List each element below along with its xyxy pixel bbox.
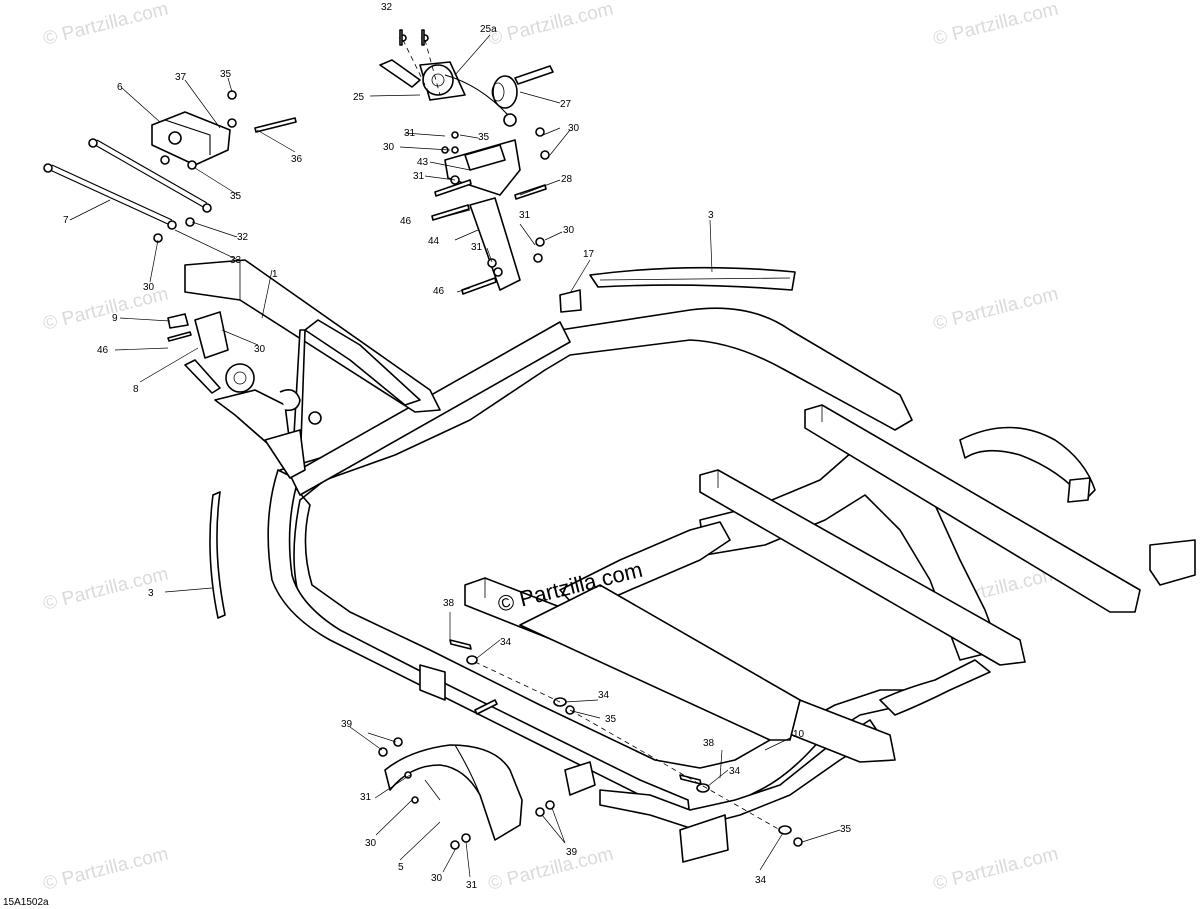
callout-31: 31 bbox=[413, 171, 425, 182]
callout-46: 46 bbox=[433, 286, 445, 297]
callout-31: 31 bbox=[519, 210, 531, 221]
callout-31: 31 bbox=[471, 242, 483, 253]
mount-plate bbox=[444, 139, 521, 291]
callout-30: 30 bbox=[568, 123, 580, 134]
watermark: © Partzilla.com bbox=[931, 844, 1060, 895]
winch-mounted bbox=[184, 359, 322, 479]
callout-37: 37 bbox=[175, 72, 187, 83]
callout-27: 27 bbox=[560, 99, 572, 110]
callout-44: 44 bbox=[428, 236, 440, 247]
winch-assembly-upper bbox=[379, 59, 554, 127]
leader-lines bbox=[69, 34, 841, 878]
guide-pad-left bbox=[209, 491, 226, 619]
callout-30: 30 bbox=[563, 225, 575, 236]
callout-31: 31 bbox=[360, 792, 372, 803]
callout-25: 25 bbox=[353, 92, 365, 103]
callout-labels: 1 3 3 5 6 7 8 9 10 17 25 25a 27 28 30 30… bbox=[63, 2, 852, 891]
guide-pad-top bbox=[589, 266, 796, 291]
callout-7: 7 bbox=[63, 215, 69, 226]
watermark: © Partzilla.com bbox=[931, 284, 1060, 335]
callout-10: 10 bbox=[793, 729, 805, 740]
callout-34: 34 bbox=[500, 637, 512, 648]
callout-28: 28 bbox=[561, 174, 573, 185]
callout-5: 5 bbox=[398, 862, 404, 873]
callout-30: 30 bbox=[143, 282, 155, 293]
callout-17: 17 bbox=[583, 249, 595, 260]
callout-32: 32 bbox=[237, 232, 249, 243]
watermark: © Partzilla.com bbox=[41, 0, 170, 50]
callout-25a: 25a bbox=[480, 24, 497, 35]
callout-38: 38 bbox=[703, 738, 715, 749]
callout-35: 35 bbox=[220, 69, 232, 80]
callout-38: 38 bbox=[443, 598, 455, 609]
callout-35: 35 bbox=[605, 714, 617, 725]
callout-31: 31 bbox=[466, 880, 478, 891]
callout-30: 30 bbox=[365, 838, 377, 849]
bracket-8 bbox=[167, 311, 229, 359]
callout-1: 1 bbox=[272, 269, 278, 280]
callout-35: 35 bbox=[478, 132, 490, 143]
callout-35: 35 bbox=[840, 824, 852, 835]
callout-32: 32 bbox=[381, 2, 393, 13]
callout-36: 36 bbox=[291, 154, 303, 165]
callout-6: 6 bbox=[117, 82, 123, 93]
callout-30: 30 bbox=[383, 142, 395, 153]
bunks bbox=[464, 404, 1141, 763]
callout-34: 34 bbox=[755, 875, 767, 886]
callout-39: 39 bbox=[341, 719, 353, 730]
watermark: © Partzilla.com bbox=[486, 844, 615, 895]
diagram-code: 15A1502a bbox=[3, 897, 49, 908]
callout-34: 34 bbox=[729, 766, 741, 777]
callout-8: 8 bbox=[133, 384, 139, 395]
callout-30: 30 bbox=[254, 344, 266, 355]
watermark: © Partzilla.com bbox=[41, 844, 170, 895]
callout-34: 34 bbox=[598, 690, 610, 701]
safety-chains bbox=[43, 138, 212, 230]
fender-rear-right bbox=[959, 426, 1196, 586]
callout-9: 9 bbox=[112, 313, 118, 324]
callout-30: 30 bbox=[431, 873, 443, 884]
callout-39: 39 bbox=[566, 847, 578, 858]
callout-33: 33 bbox=[230, 255, 242, 266]
callout-35: 35 bbox=[230, 191, 242, 202]
callout-46: 46 bbox=[400, 216, 412, 227]
callout-3-left: 3 bbox=[148, 588, 154, 599]
callout-46: 46 bbox=[97, 345, 109, 356]
callout-31: 31 bbox=[404, 128, 416, 139]
watermark: © Partzilla.com bbox=[486, 0, 615, 50]
fender-front-left bbox=[384, 744, 523, 841]
coupler bbox=[151, 111, 231, 166]
callout-43: 43 bbox=[417, 157, 429, 168]
callout-3-top: 3 bbox=[708, 210, 714, 221]
watermark: © Partzilla.com bbox=[931, 0, 1060, 50]
